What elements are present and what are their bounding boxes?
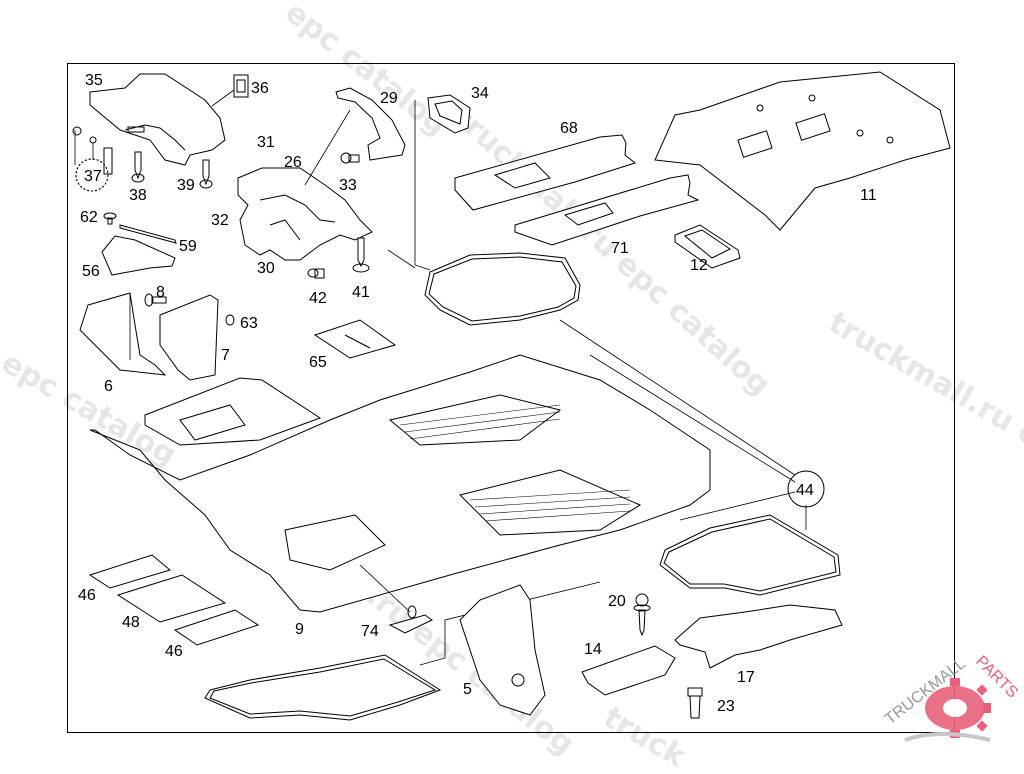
part-39-drawing — [200, 160, 212, 188]
callout-7[interactable]: 7 — [221, 347, 230, 364]
callout-20[interactable]: 20 — [608, 593, 626, 610]
callout-63[interactable]: 63 — [240, 315, 258, 332]
callout-68[interactable]: 68 — [560, 120, 578, 137]
callout-59[interactable]: 59 — [179, 238, 197, 255]
part-11-drawing — [655, 72, 950, 230]
part-38-drawing — [132, 152, 144, 182]
callout-62[interactable]: 62 — [80, 209, 98, 226]
part-20-drawing — [634, 594, 650, 635]
callout-8[interactable]: 8 — [156, 284, 165, 301]
callout-42[interactable]: 42 — [309, 290, 327, 307]
part-5-drawing — [460, 585, 545, 715]
callout-39[interactable]: 39 — [177, 177, 195, 194]
part-23-drawing — [688, 688, 702, 718]
part-7-drawing — [160, 295, 218, 380]
callout-37[interactable]: 37 — [84, 168, 102, 185]
mat-outline-lower-right — [660, 515, 840, 595]
callout-17[interactable]: 17 — [737, 669, 755, 686]
parts-diagram: 35 36 37 38 39 29 31 26 33 32 30 42 41 3… — [0, 0, 1024, 750]
callout-56[interactable]: 56 — [82, 263, 100, 280]
part-33-drawing — [341, 153, 359, 163]
part-63-drawing — [226, 315, 234, 325]
part-41-drawing — [353, 238, 369, 272]
part-9-drawing — [90, 355, 710, 612]
callout-33[interactable]: 33 — [339, 177, 357, 194]
callout-65[interactable]: 65 — [309, 354, 327, 371]
callout-41[interactable]: 41 — [352, 284, 370, 301]
callout-6[interactable]: 6 — [104, 378, 113, 395]
part-34-drawing — [428, 95, 470, 133]
callout-12[interactable]: 12 — [690, 257, 708, 274]
part-46a-drawing — [90, 555, 170, 588]
callout-30[interactable]: 30 — [257, 260, 275, 277]
callout-46-upper[interactable]: 46 — [78, 587, 96, 604]
callout-35[interactable]: 35 — [85, 72, 103, 89]
mat-outline-lower-left — [205, 655, 440, 720]
callout-38[interactable]: 38 — [129, 187, 147, 204]
part-6-drawing — [80, 293, 165, 375]
part-36-drawing — [212, 75, 248, 106]
callout-11[interactable]: 11 — [860, 187, 877, 204]
part-42-drawing — [308, 269, 324, 278]
callout-48[interactable]: 48 — [122, 614, 140, 631]
callout-9[interactable]: 9 — [295, 621, 304, 638]
callout-74[interactable]: 74 — [361, 623, 379, 640]
part-62-drawing — [104, 213, 116, 224]
callout-34[interactable]: 34 — [471, 85, 489, 102]
callout-14[interactable]: 14 — [584, 641, 602, 658]
part-56-drawing — [102, 236, 175, 275]
part-35-drawing — [90, 74, 225, 165]
callout-71[interactable]: 71 — [611, 240, 629, 257]
callout-29[interactable]: 29 — [380, 90, 398, 107]
callout-36[interactable]: 36 — [251, 80, 269, 97]
part-65-drawing — [315, 320, 395, 358]
callout-46-lower[interactable]: 46 — [165, 643, 183, 660]
truckmall-parts-logo: TRUCKMALL PARTS — [880, 640, 1024, 750]
callout-32[interactable]: 32 — [211, 212, 229, 229]
logo-text-parts: PARTS — [972, 653, 1021, 702]
callout-26[interactable]: 26 — [284, 154, 302, 171]
mat-outline-upper — [425, 253, 580, 325]
callout-23[interactable]: 23 — [717, 698, 735, 715]
callout-44[interactable]: 44 — [796, 482, 814, 499]
part-46b-drawing — [175, 610, 258, 645]
callout-5[interactable]: 5 — [463, 681, 472, 698]
callout-31[interactable]: 31 — [257, 134, 275, 151]
part-17-drawing — [675, 605, 842, 668]
